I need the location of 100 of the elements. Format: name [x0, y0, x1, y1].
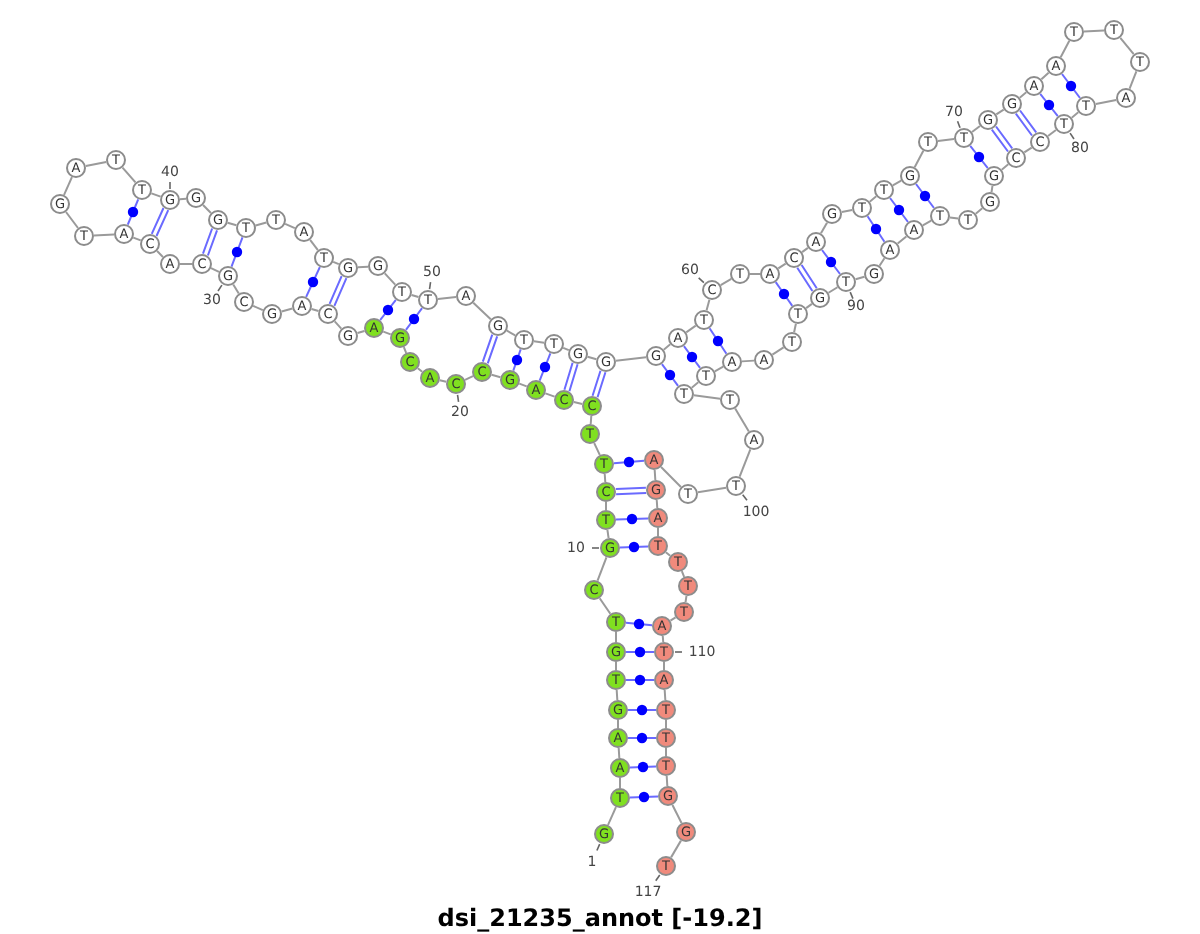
base-pair-line: [1014, 109, 1038, 137]
backbone-line: [1128, 70, 1138, 90]
backbone-line: [664, 551, 672, 557]
backbone-line: [544, 392, 556, 398]
backbone-line: [734, 407, 750, 433]
backbone-line: [913, 149, 925, 169]
backbone-line: [572, 401, 584, 405]
backbone-line: [771, 346, 785, 356]
backbone-line: [669, 616, 677, 622]
base-pair-line: [1061, 73, 1081, 99]
backbone-line: [532, 340, 546, 344]
base-pair-line: [126, 198, 140, 226]
base-pair-line: [629, 765, 657, 769]
backbone-line: [607, 806, 617, 826]
backbone-line: [605, 501, 607, 511]
base-pair-line: [624, 621, 654, 627]
backbone-line: [614, 356, 648, 362]
backbone-line: [156, 250, 164, 258]
base-pair-line: [591, 369, 607, 399]
backbone-line: [93, 233, 115, 237]
base-pair-line: [866, 215, 886, 243]
base-pair-line: [230, 236, 244, 268]
backbone-line: [615, 631, 617, 643]
base-pair-line: [379, 298, 397, 322]
backbone-line: [665, 747, 667, 757]
base-pair-line: [305, 266, 321, 298]
backbone-line: [357, 265, 369, 269]
base-pair-line: [990, 125, 1014, 153]
backbone-line: [685, 324, 697, 334]
base-pair-line: [1039, 92, 1059, 118]
backbone-line: [705, 298, 711, 312]
backbone-line: [179, 263, 193, 265]
backbone-line: [660, 466, 682, 488]
backbone-line: [619, 777, 621, 789]
backbone-line: [738, 448, 752, 478]
backbone-line: [606, 528, 610, 540]
base-pair-line: [615, 517, 649, 521]
backbone-line: [1070, 111, 1080, 119]
backbone-line: [665, 719, 667, 729]
base-pair-line: [682, 345, 702, 369]
backbone-line: [663, 689, 667, 701]
backbone-line: [438, 379, 448, 383]
backbone-line: [793, 322, 797, 334]
backbone-line: [1094, 98, 1118, 106]
backbone-line: [696, 486, 728, 494]
backbone-line: [383, 272, 397, 286]
base-pair-line: [708, 327, 728, 355]
base-pair-line: [625, 651, 655, 653]
base-pair-line: [915, 183, 935, 209]
backbone-line: [657, 527, 659, 537]
backbone-line: [684, 594, 688, 604]
backbone-line: [310, 307, 320, 313]
backbone-line: [936, 138, 956, 142]
backbone-line: [333, 320, 343, 330]
backbone-line: [65, 211, 79, 229]
backbone-line: [670, 839, 682, 859]
base-pair-line: [201, 227, 219, 257]
backbone-line: [280, 307, 294, 313]
base-pair-line: [328, 275, 348, 307]
diagram-title: dsi_21235_annot [-19.2]: [437, 904, 763, 932]
base-pair-line: [512, 348, 522, 372]
backbone-line: [1119, 36, 1135, 56]
backbone-line: [671, 803, 683, 825]
backbone-line: [472, 301, 492, 321]
backbone-line: [665, 775, 669, 787]
backbone-line: [741, 359, 755, 363]
backbone-line: [995, 108, 1005, 116]
backbone-line: [896, 235, 908, 245]
base-pair-line: [625, 679, 655, 681]
backbone-line: [416, 367, 424, 373]
backbone-line: [615, 661, 617, 671]
backbone-line: [84, 160, 108, 168]
backbone-line: [617, 747, 621, 759]
backbone-line: [1018, 91, 1028, 99]
backbone-line: [63, 176, 73, 196]
base-pair-line: [619, 545, 649, 549]
backbone-line: [655, 498, 659, 510]
base-pair-line: [614, 486, 648, 496]
base-pair-line: [660, 363, 680, 387]
backbone-line: [1040, 71, 1050, 81]
backbone-line: [840, 208, 854, 214]
base-pair-line: [538, 352, 552, 382]
base-pair-line: [796, 263, 818, 293]
backbone-line: [410, 293, 420, 299]
backbone-line: [663, 661, 665, 671]
backbone-line: [948, 216, 960, 220]
backbone-line: [603, 472, 607, 484]
backbone-line: [990, 184, 994, 194]
backbone-line: [1059, 39, 1071, 59]
backbone-line: [615, 689, 619, 701]
backbone-line: [1083, 29, 1105, 33]
backbone-line: [690, 381, 700, 389]
backbone-line: [1023, 146, 1033, 154]
backbone-line: [202, 204, 212, 214]
backbone-line: [356, 329, 366, 335]
backbone-line: [653, 469, 657, 481]
base-pair-line: [404, 307, 424, 331]
base-pair-line: [612, 459, 646, 465]
backbone-line: [971, 125, 981, 133]
backbone-line: [1047, 129, 1057, 137]
